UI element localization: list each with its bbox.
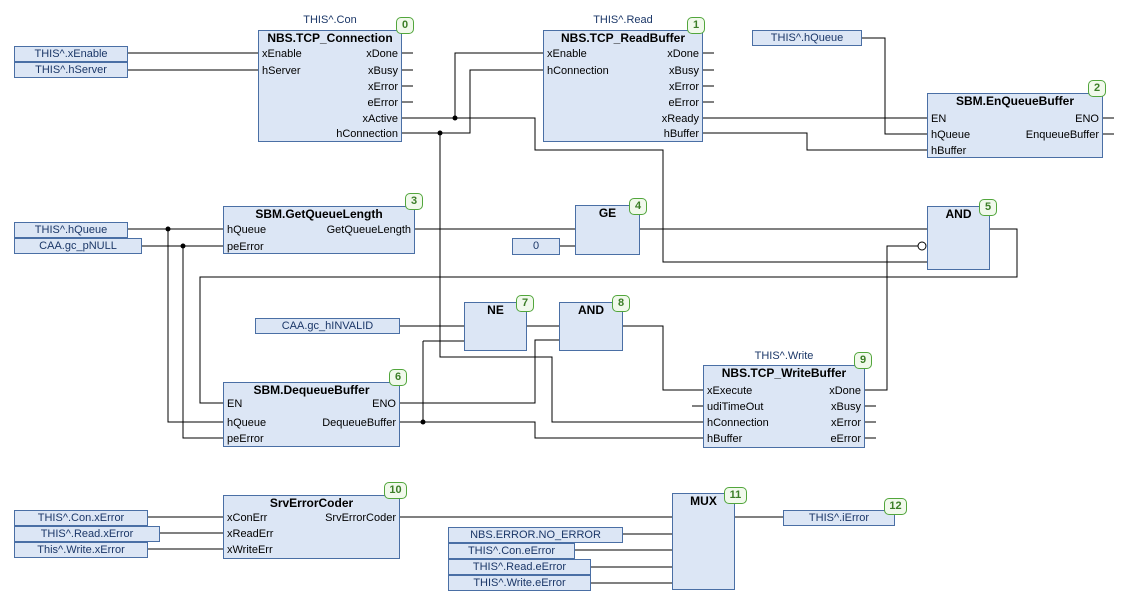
- pin-input: udiTimeOut: [707, 401, 764, 413]
- pin-output: xBusy: [669, 65, 699, 77]
- operand-read-eerror[interactable]: THIS^.Read.eError: [448, 559, 591, 575]
- block-title-ge: GE: [598, 206, 617, 220]
- function-block-tcp-connection[interactable]: NBS.TCP_Connection xEnable hServer xDone…: [258, 30, 402, 142]
- function-block-dequeuebuffer[interactable]: SBM.DequeueBuffer EN hQueue peError ENO …: [223, 382, 400, 447]
- operand-this-xenable[interactable]: THIS^.xEnable: [14, 46, 128, 62]
- execution-order-badge: 2: [1088, 80, 1106, 97]
- wire-group: [128, 37, 1114, 584]
- function-block-tcp-readbuffer[interactable]: NBS.TCP_ReadBuffer xEnable hConnection x…: [543, 30, 703, 142]
- pin-output: ENO: [372, 398, 396, 410]
- execution-order-badge: 8: [612, 295, 630, 312]
- execution-order-badge: 3: [405, 193, 423, 210]
- pin-output: ENO: [1075, 113, 1099, 125]
- operand-write-xerror[interactable]: This^.Write.xError: [14, 542, 148, 558]
- pin-output: EnqueueBuffer: [1025, 129, 1099, 141]
- instance-label-read: THIS^.Read: [593, 14, 653, 26]
- block-title-and-8: AND: [578, 303, 604, 317]
- pin-input: xConErr: [227, 512, 268, 524]
- pin-output: DequeueBuffer: [322, 417, 396, 429]
- operand-caa-gc-pnull[interactable]: CAA.gc_pNULL: [14, 238, 142, 254]
- pin-output: xReady: [661, 113, 699, 125]
- operand-con-xerror[interactable]: THIS^.Con.xError: [14, 510, 148, 526]
- pin-input: xEnable: [262, 48, 302, 60]
- instance-label-con: THIS^.Con: [303, 14, 357, 26]
- operand-this-hqueue-mid[interactable]: THIS^.hQueue: [14, 222, 128, 238]
- pin-output: hConnection: [336, 128, 398, 140]
- pin-output: xDone: [829, 385, 861, 397]
- pin-output: SrvErrorCoder: [325, 512, 396, 524]
- pin-output: xDone: [667, 48, 699, 60]
- operand-caa-gc-hinvalid[interactable]: CAA.gc_hINVALID: [255, 318, 400, 334]
- junction-dots: [165, 115, 458, 425]
- pin-input: EN: [227, 398, 243, 410]
- pin-output: eError: [668, 97, 699, 109]
- operator-block-ge[interactable]: GE: [575, 205, 640, 255]
- pin-output: xBusy: [831, 401, 861, 413]
- instance-label-write: THIS^.Write: [754, 350, 814, 362]
- negation-circle: [917, 241, 927, 251]
- operand-zero-constant[interactable]: 0: [512, 238, 560, 255]
- pin-input: xExecute: [707, 385, 753, 397]
- execution-order-badge: 9: [854, 352, 872, 369]
- execution-order-badge: 11: [724, 487, 747, 504]
- pin-output: GetQueueLength: [326, 224, 411, 236]
- block-title-and-5: AND: [945, 207, 972, 221]
- execution-order-badge: 4: [629, 198, 647, 215]
- pin-input: hQueue: [931, 129, 971, 141]
- operand-con-eerror[interactable]: THIS^.Con.eError: [448, 543, 575, 559]
- block-title-tcp-readbuffer: NBS.TCP_ReadBuffer: [560, 31, 686, 45]
- pin-input: xReadErr: [227, 528, 274, 540]
- operand-nbs-no-error[interactable]: NBS.ERROR.NO_ERROR: [448, 527, 623, 543]
- function-block-enqueuebuffer[interactable]: SBM.EnQueueBuffer EN hQueue hBuffer ENO …: [927, 93, 1103, 158]
- block-title-srverrorcoder: SrvErrorCoder: [269, 496, 354, 510]
- execution-order-badge: 10: [384, 482, 407, 499]
- block-title-tcp-writebuffer: NBS.TCP_WriteBuffer: [721, 366, 847, 380]
- operand-this-hqueue-top[interactable]: THIS^.hQueue: [752, 30, 862, 46]
- operand-this-hserver[interactable]: THIS^.hServer: [14, 62, 128, 78]
- pin-input: xEnable: [547, 48, 587, 60]
- block-title-enqueuebuffer: SBM.EnQueueBuffer: [955, 94, 1074, 108]
- pin-output: xError: [831, 417, 861, 429]
- pin-output: hBuffer: [663, 128, 699, 140]
- pin-input: peError: [227, 241, 264, 253]
- block-title-ne: NE: [487, 303, 504, 317]
- pin-input: EN: [931, 113, 947, 125]
- operand-write-eerror[interactable]: THIS^.Write.eError: [448, 575, 591, 591]
- block-title-getqueuelength: SBM.GetQueueLength: [255, 207, 383, 221]
- function-block-srverrorcoder[interactable]: SrvErrorCoder xConErr xReadErr xWriteErr…: [223, 495, 400, 559]
- function-block-tcp-writebuffer[interactable]: NBS.TCP_WriteBuffer xExecute udiTimeOut …: [703, 365, 865, 448]
- pin-output: xDone: [366, 48, 398, 60]
- pin-input: hServer: [262, 65, 301, 77]
- execution-order-badge: 1: [687, 17, 705, 34]
- execution-order-badge: 0: [396, 17, 414, 34]
- execution-order-badge: 5: [979, 199, 997, 216]
- pin-output: xBusy: [368, 65, 398, 77]
- pin-output: eError: [367, 97, 398, 109]
- pin-output: xActive: [362, 113, 398, 125]
- function-block-getqueuelength[interactable]: SBM.GetQueueLength hQueue peError GetQue…: [223, 206, 415, 254]
- operator-block-and-5[interactable]: AND: [927, 206, 990, 270]
- block-title-tcp-connection: NBS.TCP_Connection: [267, 31, 393, 45]
- pin-input: peError: [227, 433, 264, 445]
- pin-input: hQueue: [227, 417, 267, 429]
- pin-input: hConnection: [707, 417, 769, 429]
- pin-output: xError: [669, 81, 699, 93]
- execution-order-badge: 6: [389, 369, 407, 386]
- operator-block-mux[interactable]: MUX: [672, 493, 735, 590]
- pin-input: hBuffer: [931, 145, 967, 157]
- block-title-dequeuebuffer: SBM.DequeueBuffer: [253, 383, 370, 397]
- operand-read-xerror[interactable]: THIS^.Read.xError: [14, 526, 160, 542]
- operand-this-ierror[interactable]: THIS^.iError: [783, 510, 895, 526]
- execution-order-badge: 7: [516, 295, 534, 312]
- pin-input: hBuffer: [707, 433, 743, 445]
- pin-output: xError: [368, 81, 398, 93]
- pin-input: hConnection: [547, 65, 609, 77]
- execution-order-badge: 12: [884, 498, 907, 515]
- block-title-mux: MUX: [690, 494, 717, 508]
- pin-input: xWriteErr: [227, 544, 273, 556]
- pin-input: hQueue: [227, 224, 267, 236]
- pin-output: eError: [830, 433, 861, 445]
